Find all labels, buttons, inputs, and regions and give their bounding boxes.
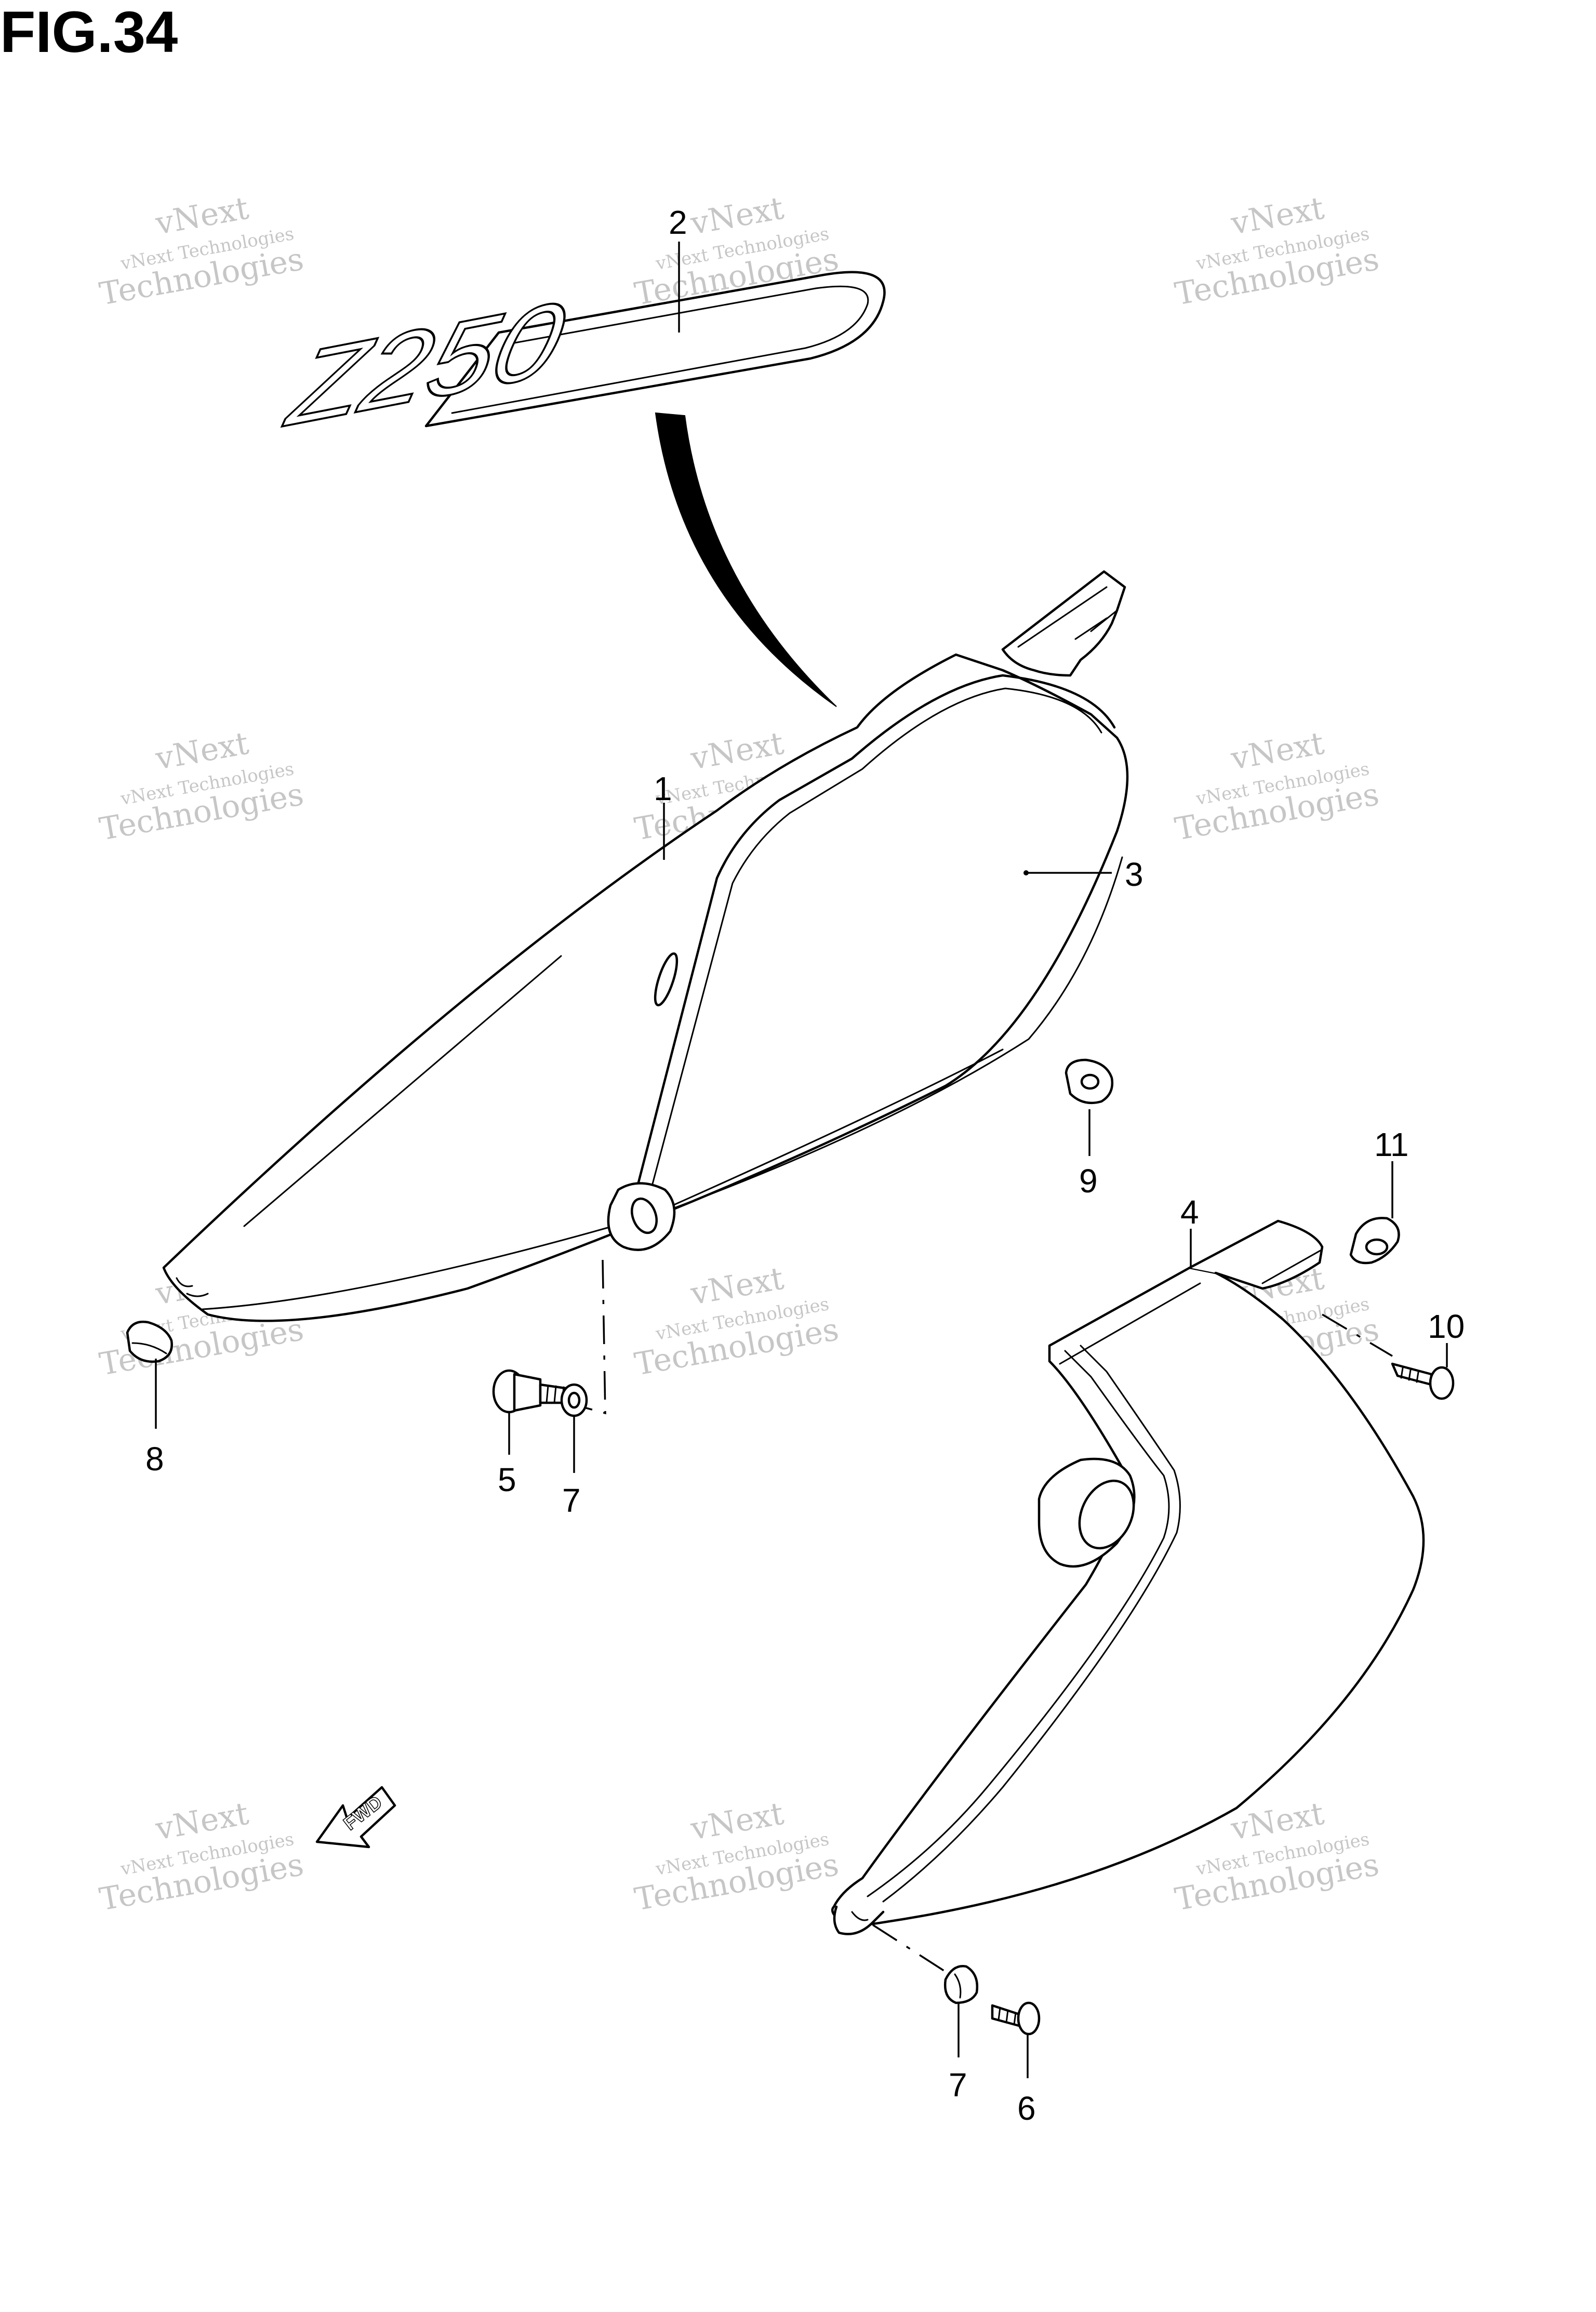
callout-numbers: 2 1 3 9 4 11 10 5 7 8 7 6	[145, 204, 1465, 2127]
callout-7-lower: 7	[949, 2066, 967, 2104]
figure-title: FIG.34	[0, 0, 178, 64]
watermark: vNext vNext Technologies Technologies	[632, 1260, 841, 1383]
part-8-cap	[126, 1320, 173, 1363]
callout-10: 10	[1428, 1308, 1465, 1345]
watermark-grid: vNext vNext Technologies Technologies vN…	[97, 190, 1381, 1918]
callout-8: 8	[145, 1440, 164, 1478]
part-4-lower-cover	[831, 1219, 1425, 1935]
fwd-direction-arrow: FWD	[315, 1786, 396, 1849]
callout-5: 5	[498, 1461, 516, 1498]
watermark: vNext vNext Technologies Technologies	[1172, 725, 1381, 848]
watermark: vNext vNext Technologies Technologies	[632, 1796, 841, 1918]
callout-2: 2	[669, 204, 687, 241]
part-6-bolt	[991, 2001, 1041, 2036]
decal-logo-text: Z250	[276, 278, 576, 449]
callout-3: 3	[1125, 856, 1143, 893]
watermark: vNext vNext Technologies Technologies	[97, 725, 306, 848]
part-11-grommet	[1349, 1217, 1400, 1265]
watermark: vNext vNext Technologies Technologies	[97, 1796, 306, 1918]
part-7-grommet-upper	[560, 1383, 588, 1417]
watermark: vNext vNext Technologies Technologies	[1172, 190, 1381, 313]
part-2-decal: Z250	[275, 271, 886, 450]
part-9-nut	[1065, 1058, 1114, 1105]
callout-11: 11	[1374, 1126, 1408, 1163]
decal-placement-arrow	[655, 412, 837, 707]
watermark: vNext vNext Technologies Technologies	[97, 190, 306, 313]
part-1-side-cover	[162, 570, 1129, 1322]
part-10-screw	[1391, 1362, 1455, 1400]
part-7-grommet-lower	[943, 1965, 979, 2004]
callout-7-upper: 7	[562, 1482, 581, 1519]
callout-6: 6	[1017, 2090, 1036, 2127]
callout-9: 9	[1079, 1162, 1098, 1200]
leader-lines	[155, 242, 1448, 2078]
callout-1: 1	[654, 770, 672, 807]
callout-4: 4	[1180, 1193, 1199, 1231]
